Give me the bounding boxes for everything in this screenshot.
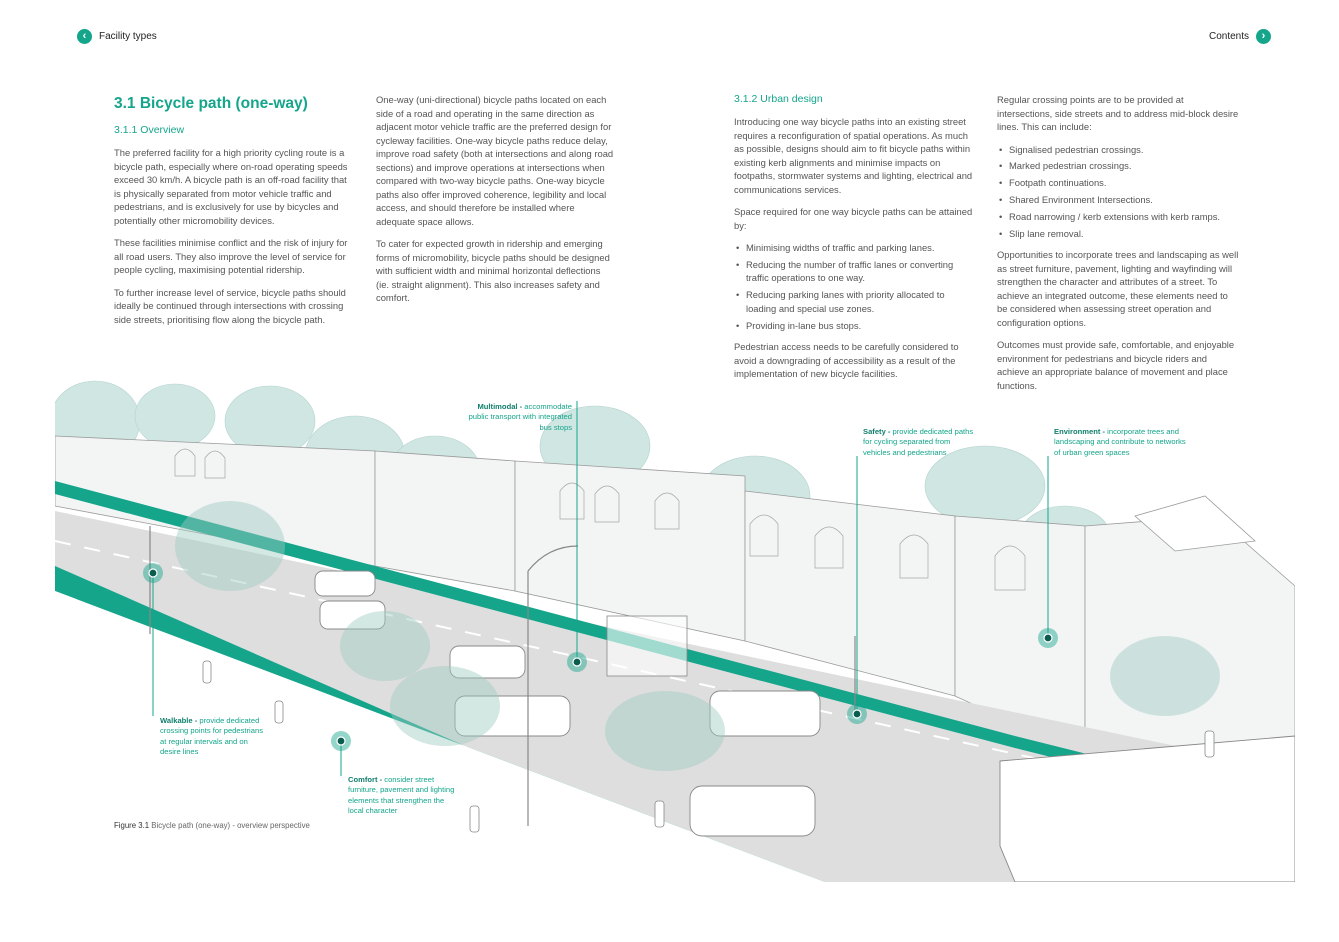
callout-text: provide dedicated paths for cycling sepa… bbox=[863, 427, 974, 457]
building-row bbox=[55, 435, 1295, 777]
trees-paragraph: Opportunities to incorporate trees and l… bbox=[997, 249, 1239, 328]
figure-caption: Figure 3.1 Bicycle path (one-way) - over… bbox=[114, 821, 310, 830]
list-item: Signalised pedestrian crossings. bbox=[997, 143, 1239, 157]
section-title: 3.1 Bicycle path (one-way) bbox=[114, 95, 308, 112]
list-item: Reducing parking lanes with priority all… bbox=[734, 288, 974, 315]
callout-walkable: Walkable - provide dedicated crossing po… bbox=[160, 716, 270, 758]
callout-multimodal: Multimodal - accommodate public transpor… bbox=[466, 402, 572, 433]
crossing-column: Regular crossing points are to be provid… bbox=[997, 93, 1239, 401]
crossing-list: Signalised pedestrian crossings. Marked … bbox=[997, 143, 1239, 241]
street-illustration bbox=[55, 380, 1295, 882]
overview-paragraph: The preferred facility for a high priori… bbox=[114, 147, 348, 226]
overview-column: 3.1 Bicycle path (one-way) 3.1.1 Overvie… bbox=[114, 93, 354, 335]
figure-label: Figure 3.1 bbox=[114, 821, 150, 830]
callout-title: Multimodal - bbox=[477, 402, 525, 411]
window-arches bbox=[174, 448, 1026, 591]
callout-safety: Safety - provide dedicated paths for cyc… bbox=[863, 427, 978, 458]
list-item: Road narrowing / kerb extensions with ke… bbox=[997, 210, 1239, 224]
prev-section-label: Facility types bbox=[99, 31, 157, 42]
urban-design-heading: 3.1.2 Urban design bbox=[734, 93, 823, 105]
outcomes-paragraph: Outcomes must provide safe, comfortable,… bbox=[997, 339, 1235, 391]
urban-intro: Introducing one way bicycle paths into a… bbox=[734, 116, 973, 195]
list-item: Slip lane removal. bbox=[997, 227, 1239, 241]
callout-leaders bbox=[152, 401, 1049, 776]
overview-paragraph: These facilities minimise conflict and t… bbox=[114, 237, 348, 275]
cars bbox=[314, 570, 821, 837]
contents-label: Contents bbox=[1208, 31, 1249, 42]
space-lead: Space required for one way bicycle paths… bbox=[734, 206, 973, 231]
callout-text: incorporate trees and landscaping and co… bbox=[1054, 427, 1186, 457]
callout-text: consider street furniture, pavement and … bbox=[348, 775, 455, 816]
pedestrian-paragraph: Pedestrian access needs to be carefully … bbox=[734, 341, 959, 380]
overview-heading: 3.1.1 Overview bbox=[114, 124, 185, 136]
design-paragraph: To cater for expected growth in ridershi… bbox=[376, 238, 610, 303]
list-item: Minimising widths of traffic and parking… bbox=[734, 241, 974, 255]
callout-title: Walkable - bbox=[160, 716, 200, 725]
callout-comfort: Comfort - consider street furniture, pav… bbox=[348, 775, 460, 817]
space-list: Minimising widths of traffic and parking… bbox=[734, 241, 974, 332]
urban-design-column: 3.1.2 Urban design Introducing one way b… bbox=[734, 93, 974, 390]
far-bicycle-path bbox=[55, 481, 1015, 748]
list-item: Providing in-lane bus stops. bbox=[734, 319, 974, 333]
overview-paragraph: To further increase level of service, bi… bbox=[114, 286, 346, 325]
callout-text: accommodate public transport with integr… bbox=[468, 402, 572, 432]
prev-section-link[interactable]: ‹ Facility types bbox=[77, 29, 157, 44]
contents-link[interactable]: Contents › bbox=[1209, 29, 1271, 44]
callout-title: Environment - bbox=[1054, 427, 1108, 436]
street-trees bbox=[175, 501, 1220, 771]
crossing-lead: Regular crossing points are to be provid… bbox=[997, 94, 1239, 132]
design-paragraph: One-way (uni-directional) bicycle paths … bbox=[376, 94, 614, 227]
list-item: Shared Environment Intersections. bbox=[997, 193, 1239, 207]
callout-text: provide dedicated crossing points for pe… bbox=[160, 716, 263, 757]
list-item: Reducing the number of traffic lanes or … bbox=[734, 258, 974, 285]
callout-environment: Environment - incorporate trees and land… bbox=[1054, 427, 1189, 458]
design-column: One-way (uni-directional) bicycle paths … bbox=[376, 93, 616, 314]
figure-caption-text: Bicycle path (one-way) - overview perspe… bbox=[151, 821, 310, 830]
bus bbox=[999, 735, 1295, 882]
list-item: Footpath continuations. bbox=[997, 176, 1239, 190]
callout-title: Safety - bbox=[863, 427, 893, 436]
list-item: Marked pedestrian crossings. bbox=[997, 159, 1239, 173]
callout-markers bbox=[143, 563, 1058, 751]
chevron-right-icon: › bbox=[1256, 29, 1271, 44]
pedestrians bbox=[202, 660, 1215, 833]
callout-title: Comfort - bbox=[348, 775, 385, 784]
chevron-left-icon: ‹ bbox=[77, 29, 92, 44]
